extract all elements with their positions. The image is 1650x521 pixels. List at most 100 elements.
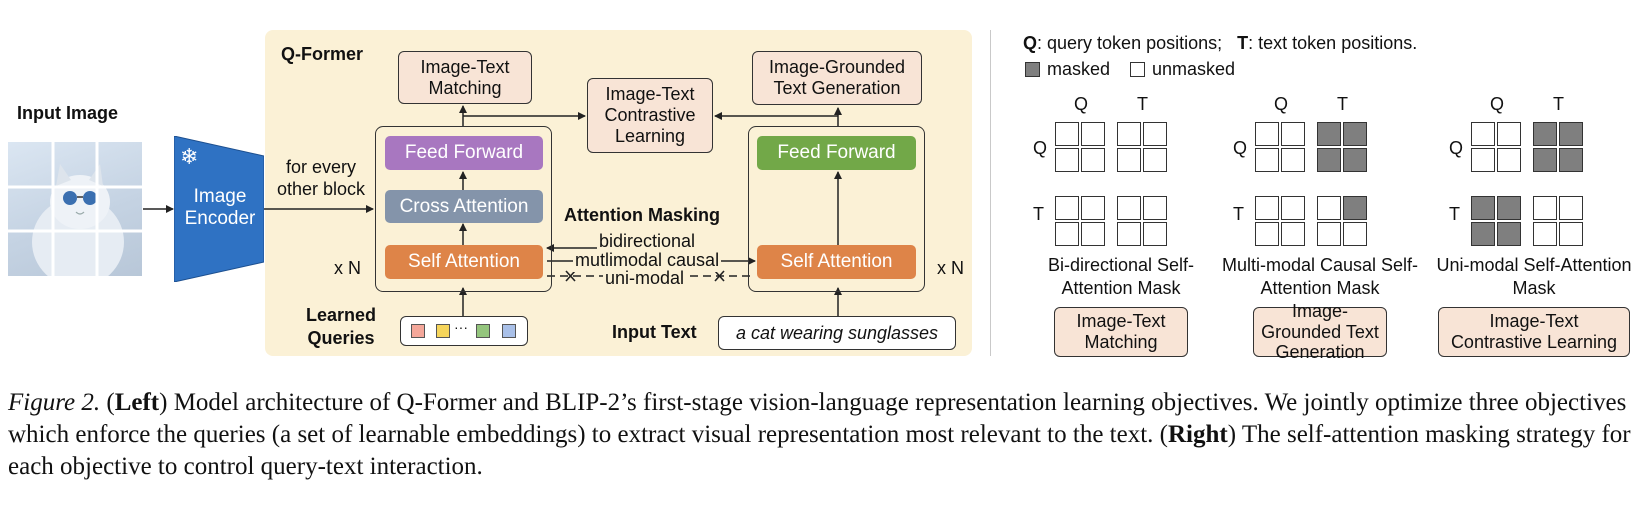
qformer-title: Q-Former	[281, 44, 364, 64]
input-image-label: Input Image	[17, 103, 119, 123]
query-token-3	[476, 324, 490, 338]
image-encoder-shape	[174, 136, 264, 282]
mask-cell-masked	[1343, 196, 1367, 220]
query-token-2	[436, 324, 450, 338]
mask-cell-unmasked	[1143, 196, 1167, 220]
mask-cell-unmasked	[1117, 222, 1141, 246]
mask-col-t-label: T	[1337, 94, 1348, 114]
mask-cell-masked	[1471, 222, 1495, 246]
mask-cell-unmasked	[1343, 222, 1367, 246]
legend-masked-label: masked	[1047, 59, 1111, 79]
left-xn-label: x N	[334, 258, 361, 278]
mask-cell-unmasked	[1281, 196, 1305, 220]
mask-cell-unmasked	[1143, 148, 1167, 172]
unimodal-label: uni-modal	[603, 268, 687, 290]
mask-cell-unmasked	[1559, 196, 1583, 220]
input-text-label: Input Text	[612, 322, 697, 342]
mask-cell-masked	[1343, 122, 1367, 146]
caption-text-1: ) Model architecture of Q-Former and BLI…	[8, 389, 1627, 448]
mask-cell-unmasked	[1117, 122, 1141, 146]
mask-cell-masked	[1317, 122, 1341, 146]
legend-q-key: Q	[1023, 33, 1038, 53]
right-feed-forward-block: Feed Forward	[757, 136, 916, 170]
multimodal-causal-label: mutlimodal causal	[573, 250, 722, 272]
input-text-box: a cat wearing sunglasses	[718, 316, 956, 350]
mask-cell-unmasked	[1255, 148, 1279, 172]
query-token-4	[502, 324, 516, 338]
mask-row-t-label: T	[1449, 204, 1460, 224]
mask-row-t-label: T	[1033, 204, 1044, 224]
mask-cell-masked	[1497, 196, 1521, 220]
mask-cell-unmasked	[1081, 196, 1105, 220]
legend-unmasked-swatch	[1130, 62, 1145, 77]
caption-text-2: ) The self-attention masking strategy fo…	[8, 421, 1631, 480]
mask-name-label: Bi-directional Self-Attention Mask	[1047, 255, 1195, 298]
mask-col-t-label: T	[1553, 94, 1564, 114]
mask-cell-unmasked	[1081, 148, 1105, 172]
mask-col-t-label: T	[1137, 94, 1148, 114]
legend-unmasked-label: unmasked	[1152, 59, 1236, 79]
mask-objective-box: Image-Grounded Text Generation	[1253, 301, 1387, 362]
itg-objective-box: Image-Grounded Text Generation	[752, 51, 922, 105]
mask-cell-unmasked	[1255, 196, 1279, 220]
learned-queries-label: Learned Queries	[305, 305, 377, 348]
right-transformer-stack	[748, 126, 925, 292]
caption-left-keyword: Left	[114, 389, 160, 416]
cat-with-sunglasses-picture	[8, 142, 142, 276]
panel-divider	[990, 30, 991, 356]
legend-masked-swatch	[1025, 62, 1040, 77]
mask-cell-unmasked	[1497, 148, 1521, 172]
legend-t-desc: : text token positions.	[1248, 33, 1418, 53]
mask-cell-unmasked	[1281, 222, 1305, 246]
figure-caption: Figure 2. (Left) Model architecture of Q…	[8, 387, 1642, 483]
snowflake-icon: ❄	[180, 144, 199, 169]
mask-cell-unmasked	[1471, 148, 1495, 172]
mask-col-q-label: Q	[1490, 94, 1505, 114]
bidirectional-label: bidirectional	[597, 231, 698, 253]
mask-cell-unmasked	[1317, 222, 1341, 246]
image-encoder-label: Image Encoder	[184, 186, 256, 229]
mask-objective-box: Image-Text Matching	[1054, 307, 1188, 357]
mask-cell-masked	[1471, 196, 1495, 220]
legend-t-key: T	[1237, 33, 1249, 53]
caption-open-1: (	[100, 389, 115, 416]
mask-cell-masked	[1533, 122, 1557, 146]
mask-cell-unmasked	[1055, 122, 1079, 146]
mask-cell-unmasked	[1117, 196, 1141, 220]
mask-cell-unmasked	[1533, 222, 1557, 246]
query-token-1	[411, 324, 425, 338]
mask-cell-masked	[1497, 222, 1521, 246]
for-every-other-block-label: for every other block	[276, 157, 366, 199]
legend-token-positions: Q: query token positions; T: text token …	[1023, 33, 1417, 55]
caption-figure-number: Figure 2.	[8, 389, 101, 416]
figure: Input Image ❄ Image Encoder for every ot…	[8, 30, 1632, 362]
mask-name-label: Uni-modal Self-Attention Mask	[1436, 255, 1632, 298]
mask-cell-unmasked	[1055, 222, 1079, 246]
mask-cell-masked	[1343, 148, 1367, 172]
legend-q-desc: : query token positions;	[1037, 33, 1223, 53]
mask-cell-unmasked	[1255, 222, 1279, 246]
itm-objective-box: Image-Text Matching	[398, 51, 532, 104]
mask-col-q-label: Q	[1274, 94, 1289, 114]
mask-cell-unmasked	[1055, 148, 1079, 172]
mask-cell-unmasked	[1081, 122, 1105, 146]
mask-cell-masked	[1533, 148, 1557, 172]
mask-cell-unmasked	[1317, 196, 1341, 220]
mask-cell-masked	[1317, 148, 1341, 172]
mask-cell-unmasked	[1081, 222, 1105, 246]
attention-masking-title: Attention Masking	[564, 205, 720, 225]
mask-cell-unmasked	[1117, 148, 1141, 172]
itc-objective-box: Image-Text Contrastive Learning	[587, 78, 713, 153]
mask-row-q-label: Q	[1233, 138, 1248, 158]
mask-cell-unmasked	[1559, 222, 1583, 246]
left-self-attention-block: Self Attention	[385, 245, 543, 279]
mask-cell-masked	[1559, 122, 1583, 146]
mask-cell-unmasked	[1143, 122, 1167, 146]
cross-attention-block: Cross Attention	[385, 190, 543, 223]
mask-cell-unmasked	[1143, 222, 1167, 246]
right-xn-label: x N	[937, 258, 964, 278]
caption-right-keyword: Right	[1167, 421, 1228, 448]
mask-row-t-label: T	[1233, 204, 1244, 224]
mask-cell-unmasked	[1055, 196, 1079, 220]
mask-cell-unmasked	[1255, 122, 1279, 146]
